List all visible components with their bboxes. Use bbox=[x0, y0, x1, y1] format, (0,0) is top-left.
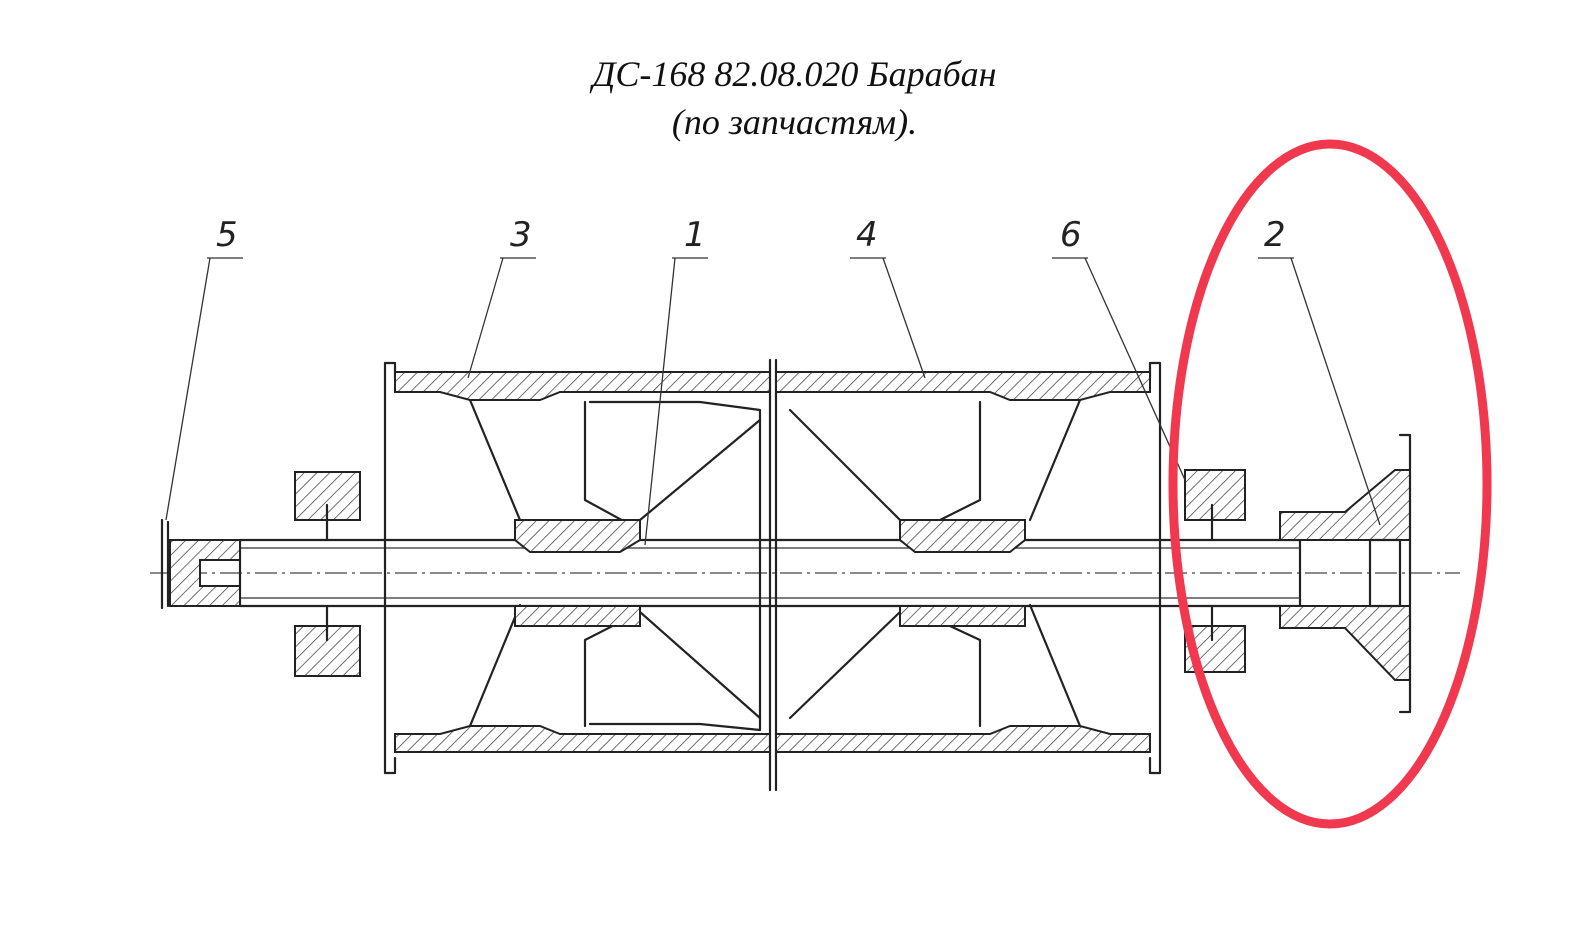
callout-6-label: 6 bbox=[1060, 215, 1082, 255]
drawing-subtitle: (по запчастям). bbox=[671, 102, 918, 142]
hub-right bbox=[899, 519, 1026, 627]
highlight-ellipse bbox=[1168, 139, 1492, 829]
callout-2-label: 2 bbox=[1264, 215, 1286, 255]
callout-3: 3 bbox=[467, 215, 536, 379]
flange-hub-right bbox=[1279, 433, 1412, 714]
callout-6: 6 bbox=[1052, 215, 1186, 481]
callout-3-label: 3 bbox=[510, 215, 532, 255]
drum-right-half bbox=[775, 361, 1162, 775]
callout-5: 5 bbox=[165, 215, 243, 521]
callout-1-label: 1 bbox=[684, 215, 706, 255]
callout-4: 4 bbox=[850, 215, 926, 379]
callout-4-label: 4 bbox=[856, 215, 878, 255]
callout-1: 1 bbox=[644, 215, 708, 546]
drum-center-divider bbox=[768, 358, 778, 792]
bearing-housing-left bbox=[294, 471, 361, 677]
hub-left bbox=[514, 519, 641, 627]
drum-left-half bbox=[383, 361, 771, 775]
end-cap-left bbox=[160, 518, 241, 610]
callout-2: 2 bbox=[1258, 215, 1381, 526]
drawing-title: ДС-168 82.08.020 Барабан bbox=[592, 54, 997, 94]
callout-5-label: 5 bbox=[216, 215, 238, 255]
